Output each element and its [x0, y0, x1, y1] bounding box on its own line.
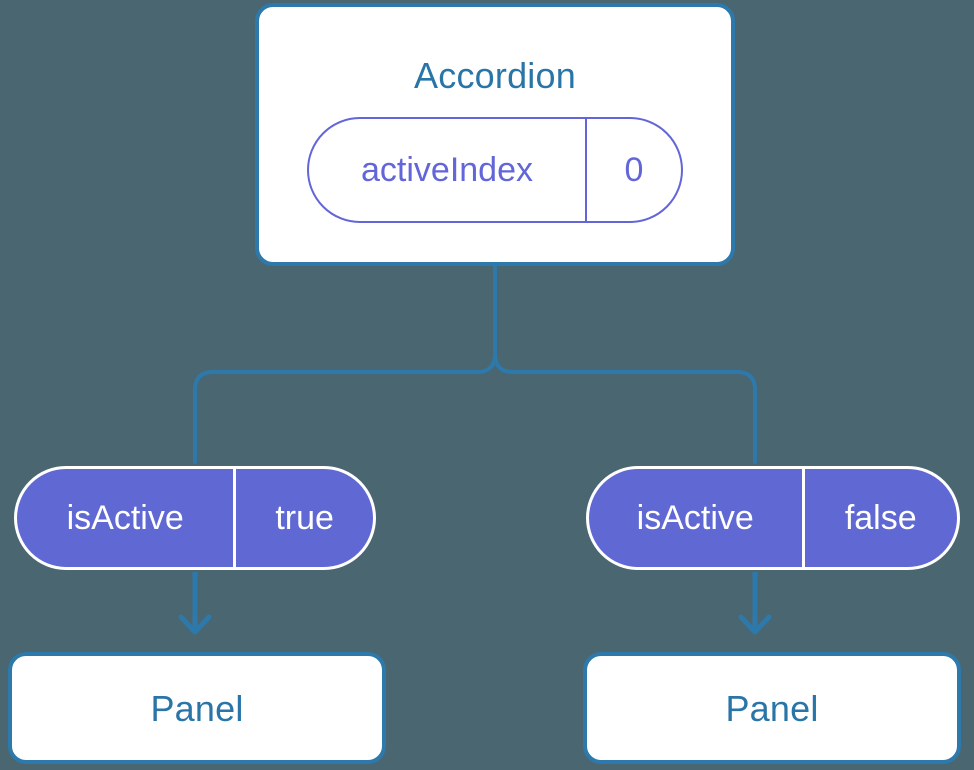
prop-pill-is-active-true[interactable]: isActive true: [14, 466, 376, 570]
prop-pill-value: true: [233, 469, 373, 567]
panel-component-card-left[interactable]: Panel: [8, 652, 386, 764]
prop-pill-key: isActive: [636, 498, 754, 537]
panel-title-right: Panel: [725, 688, 819, 729]
prop-pill-value: false: [801, 469, 958, 567]
panel-title-left: Panel: [150, 688, 244, 729]
connector-tree-branch-right: [493, 264, 757, 464]
arrow-down-left-icon: [178, 572, 212, 635]
state-pill-key: activeIndex: [361, 150, 533, 189]
prop-pill-key: isActive: [66, 498, 184, 537]
panel-component-card-right[interactable]: Panel: [583, 652, 961, 764]
arrow-down-right-icon: [738, 572, 772, 635]
state-pill-active-index[interactable]: activeIndex 0: [307, 117, 683, 223]
prop-pill-is-active-false[interactable]: isActive false: [586, 466, 960, 570]
connector-tree-branch: [193, 264, 497, 464]
state-pill-value: 0: [585, 119, 681, 221]
accordion-title: Accordion: [414, 55, 576, 96]
